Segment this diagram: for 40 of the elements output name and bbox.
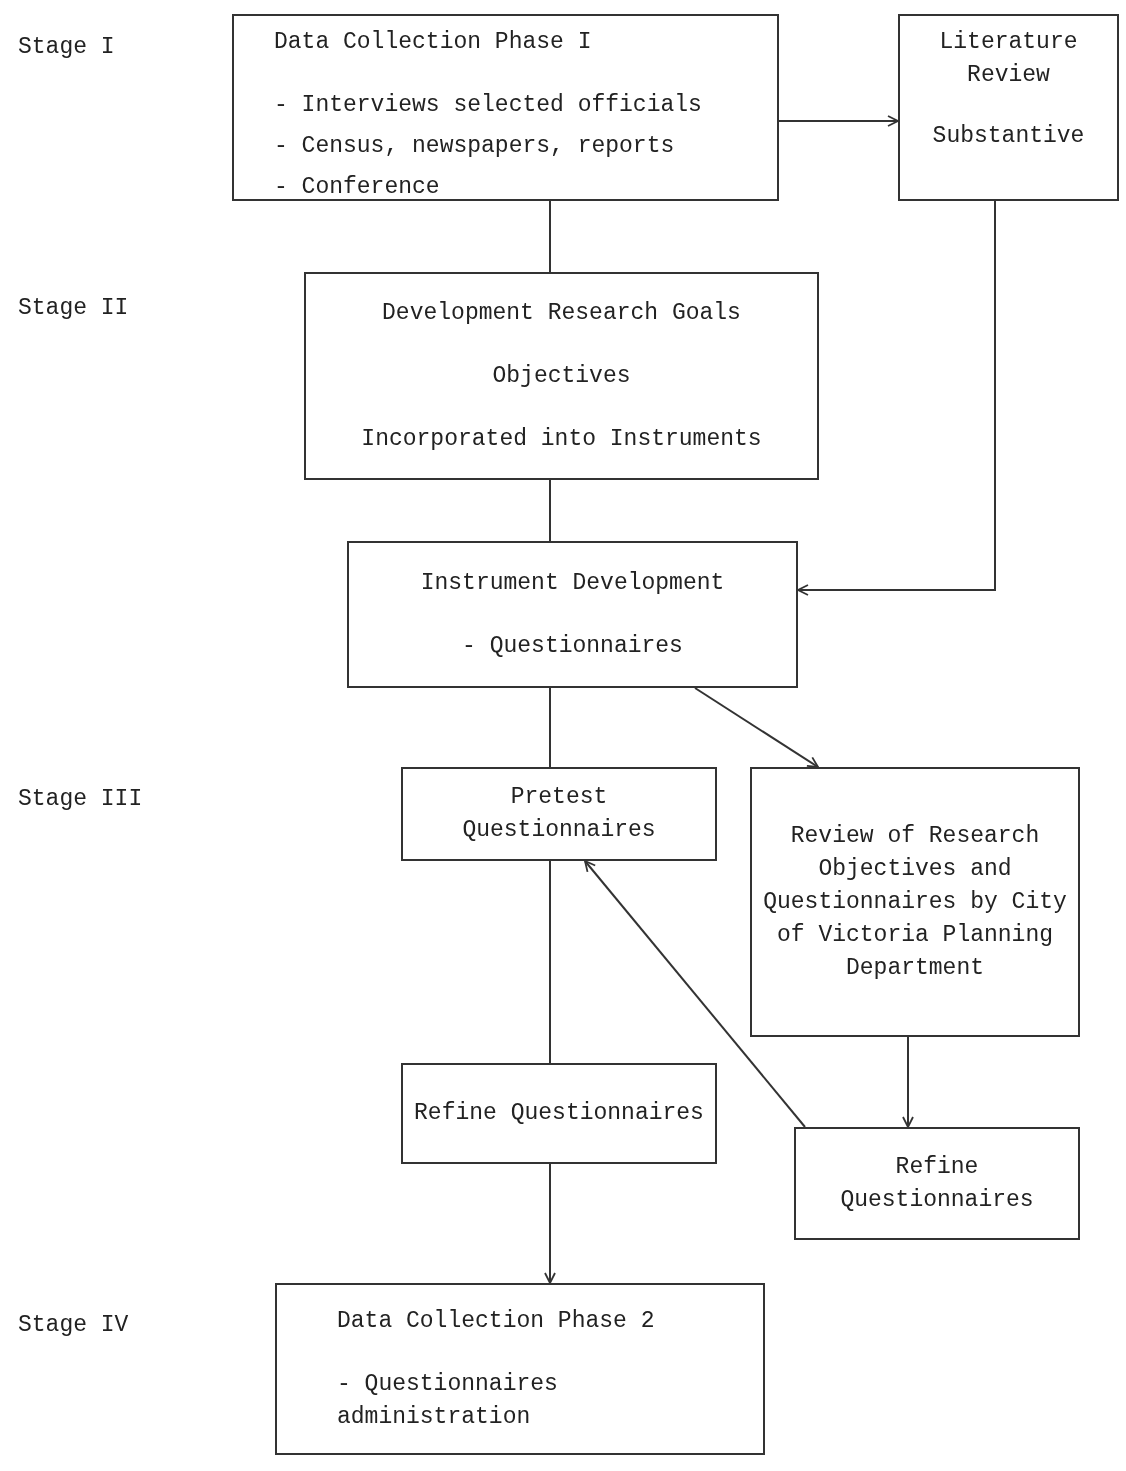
box-text: Data Collection Phase I — [274, 28, 592, 57]
arrow — [544, 1163, 556, 1284]
box-text: Review of Research Objectives and Questionnaires by City of Victoria Planning Department — [762, 821, 1068, 983]
box-text: Pretest Questionnaires — [461, 783, 657, 845]
arrow — [584, 860, 806, 1128]
box-text: - Questionnaires — [462, 631, 683, 661]
process-box — [898, 14, 1119, 201]
box-text: Incorporated into Instruments — [361, 424, 762, 454]
stage-label: Stage IV — [18, 1311, 129, 1340]
box-text: - Conference — [274, 173, 440, 202]
box-text: - Census, newspapers, reports — [274, 132, 675, 161]
stage-label: Stage II — [18, 294, 129, 323]
box-text: - Interviews selected officials — [274, 91, 702, 120]
connector-line — [549, 687, 551, 768]
box-text: Literature Review — [938, 28, 1079, 90]
box-text: Instrument Development — [420, 568, 725, 598]
connector-line — [549, 860, 551, 1064]
box-text: Substantive — [932, 122, 1085, 151]
box-text: Objectives — [492, 361, 631, 391]
box-text: Development Research Goals — [382, 298, 741, 328]
box-text: Data Collection Phase 2 — [337, 1306, 655, 1336]
process-box — [794, 1127, 1080, 1240]
arrow — [902, 1036, 914, 1128]
process-box — [347, 541, 798, 688]
stage-label: Stage III — [18, 785, 143, 814]
stage-label: Stage I — [18, 33, 115, 62]
connector-line — [549, 200, 551, 273]
box-text: - Questionnaires administration — [337, 1369, 559, 1432]
arrow — [694, 687, 819, 768]
connector-line — [549, 479, 551, 542]
process-box — [401, 1063, 717, 1164]
process-box — [401, 767, 717, 861]
process-box — [750, 767, 1080, 1037]
arrow — [797, 200, 996, 596]
box-text: Refine Questionnaires — [839, 1152, 1035, 1215]
arrow — [778, 115, 899, 127]
process-box — [275, 1283, 765, 1455]
process-box — [232, 14, 779, 201]
process-box — [304, 272, 819, 480]
box-text: Refine Questionnaires — [414, 1099, 704, 1128]
